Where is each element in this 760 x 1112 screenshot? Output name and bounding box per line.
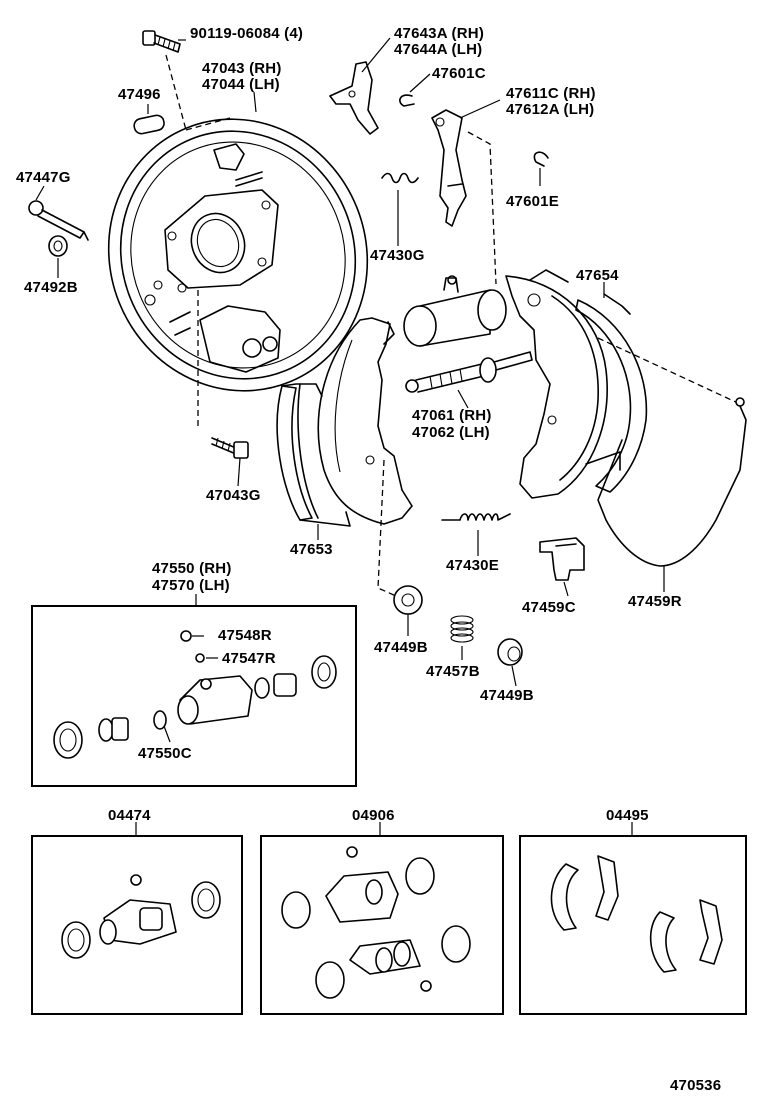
- cup-47449b-icon: [393, 585, 423, 615]
- label-cover-rh: 47643A (RH): [394, 25, 484, 42]
- spring-47430e-icon: [441, 513, 511, 521]
- label-adjuster-rh: 47061 (RH): [412, 407, 492, 424]
- label-shoe-47654: 47654: [576, 267, 619, 284]
- kit-04495-icon: [550, 855, 723, 973]
- spring-47430g-icon: [381, 172, 419, 184]
- backing-plate: [107, 118, 369, 392]
- leader-lines: [35, 37, 665, 836]
- label-clip-47601e: 47601E: [506, 193, 559, 210]
- brake-shoe-right-icon: [505, 269, 608, 499]
- label-cable-47459r: 47459R: [628, 593, 682, 610]
- kit-04906-icon: [281, 846, 471, 999]
- wheel-cylinder-assembly-box: [31, 605, 357, 787]
- brake-shoe-left-icon: [317, 317, 413, 525]
- label-spring-47550c: 47550C: [138, 745, 192, 762]
- cover-47643a-icon: [329, 61, 379, 135]
- label-cup-47449b-a: 47449B: [374, 639, 428, 656]
- lever-47611c-icon: [431, 109, 467, 227]
- pin-47447g-icon: [28, 200, 89, 241]
- label-bolt-47043g: 47043G: [206, 487, 261, 504]
- kit-04906-box: [260, 835, 504, 1015]
- label-kit-04474: 04474: [108, 807, 151, 824]
- kit-04474-icon: [61, 874, 221, 959]
- label-plate-lh: 47044 (LH): [202, 76, 280, 93]
- wheel-cylinder-exploded-icon: [53, 630, 337, 759]
- adjuster-47061-icon: [405, 351, 533, 393]
- label-bleeder-47548r: 47548R: [218, 627, 272, 644]
- cup-47492b-icon: [48, 235, 68, 257]
- wheel-cylinder-icon: [403, 275, 507, 347]
- kit-04495-box: [519, 835, 747, 1015]
- figure-number: 470536: [670, 1077, 721, 1094]
- label-clip-47601c: 47601C: [432, 65, 486, 82]
- label-plate-rh: 47043 (RH): [202, 60, 282, 77]
- label-cup-47449b-b: 47449B: [480, 687, 534, 704]
- label-spring-47430g: 47430G: [370, 247, 425, 264]
- label-cylinder-lh: 47570 (LH): [152, 577, 230, 594]
- label-cap-47547r: 47547R: [222, 650, 276, 667]
- label-spring-47459c: 47459C: [522, 599, 576, 616]
- spring-47457b-icon: [450, 615, 474, 643]
- label-lever-lh: 47612A (LH): [506, 101, 594, 118]
- bolt-90119-icon: [142, 30, 181, 53]
- label-cylinder-rh: 47550 (RH): [152, 560, 232, 577]
- kit-04474-box: [31, 835, 243, 1015]
- label-spring-47457b: 47457B: [426, 663, 480, 680]
- label-pin-47447g: 47447G: [16, 169, 71, 186]
- bolt-47043g-icon: [211, 437, 249, 459]
- cable-47459r-icon: [597, 337, 747, 567]
- label-plug-47496: 47496: [118, 86, 161, 103]
- clip-47601c-icon: [399, 94, 415, 107]
- label-lever-rh: 47611C (RH): [506, 85, 596, 102]
- label-adjuster-lh: 47062 (LH): [412, 424, 490, 441]
- label-shoe-47653: 47653: [290, 541, 333, 558]
- label-cup-47492b: 47492B: [24, 279, 78, 296]
- spring-47459c-icon: [539, 537, 585, 581]
- plug-47496-icon: [133, 114, 165, 135]
- label-bolt-90119: 90119-06084 (4): [190, 25, 303, 42]
- shoe-47654-icon: [575, 293, 648, 493]
- label-kit-04495: 04495: [606, 807, 649, 824]
- label-spring-47430e: 47430E: [446, 557, 499, 574]
- shoe-47653-icon: [276, 383, 351, 527]
- cup-47449b-b-icon: [497, 638, 523, 666]
- label-kit-04906: 04906: [352, 807, 395, 824]
- label-cover-lh: 47644A (LH): [394, 41, 482, 58]
- clip-47601e-icon: [533, 151, 549, 167]
